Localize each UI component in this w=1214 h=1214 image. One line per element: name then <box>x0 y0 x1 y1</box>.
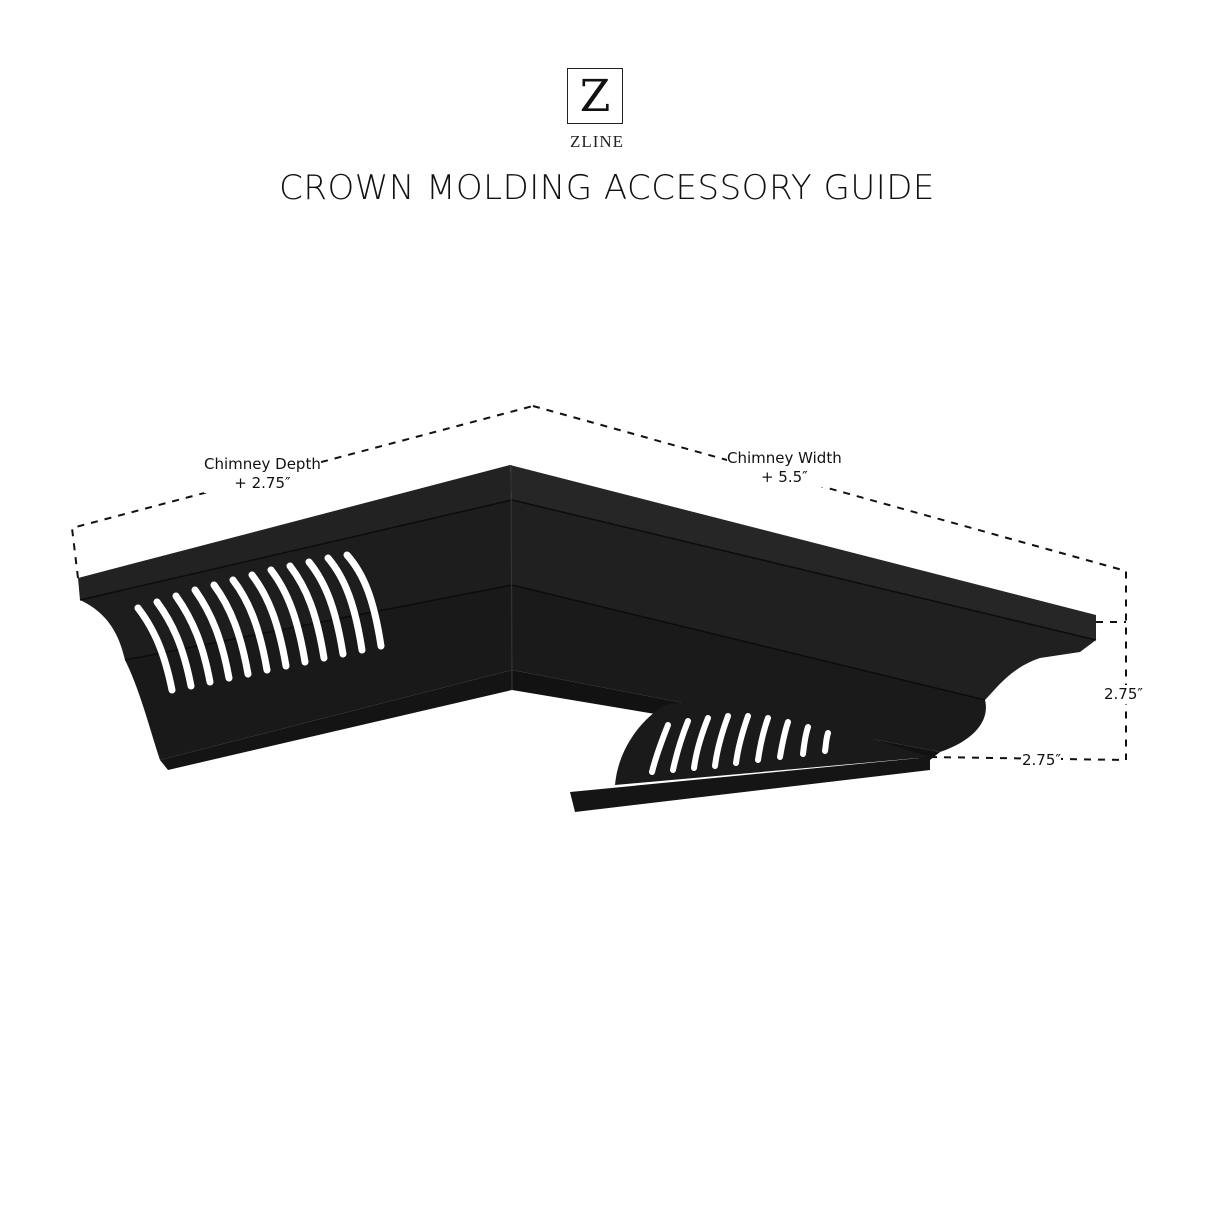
depth-label: Chimney Depth <box>204 455 321 473</box>
width-value: + 5.5″ <box>760 467 808 486</box>
page-title: CROWN MOLDING ACCESSORY GUIDE <box>279 168 935 208</box>
depth-value: + 2.75″ <box>234 473 291 492</box>
height-dimension-label: 2.75″ <box>1104 685 1144 704</box>
left-vent-slots <box>134 551 385 694</box>
projection-dimension-label: 2.75″ <box>1022 751 1062 770</box>
depth-dimension-label: Chimney Depth + 2.75″ <box>204 455 321 493</box>
right-molding-section <box>510 464 1097 760</box>
depth-dimension-line <box>70 405 534 579</box>
lower-vent-slots <box>649 713 831 775</box>
logo-letter: Z <box>579 71 611 122</box>
width-label: Chimney Width <box>727 449 842 467</box>
logo-wordmark: ZLINE <box>569 132 625 151</box>
zline-logo: Z <box>567 68 623 124</box>
width-dimension-label: Chimney Width + 5.5″ <box>727 449 842 487</box>
